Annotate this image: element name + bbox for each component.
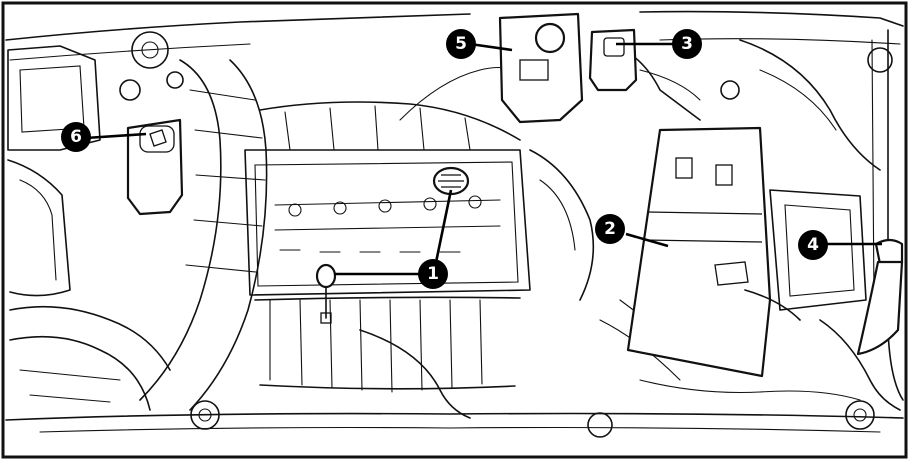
power-steering-reservoir-shape [126,118,184,216]
callouts: 1 2 3 4 5 6 [61,29,882,289]
callout-badge-3: 3 [672,29,702,59]
callout-label-1: 1 [427,264,439,284]
service-parts [126,12,904,378]
callout-label-6: 6 [70,127,82,147]
background-linework [5,10,904,438]
callout-label-2: 2 [604,219,616,239]
callout-label-4: 4 [807,235,819,255]
callout-leader-2 [625,232,669,248]
brake-reservoir-shape [588,28,638,92]
callout-label-3: 3 [681,34,693,54]
coolant-tank-shape [498,12,584,124]
callout-badge-2: 2 [595,214,625,244]
callout-badge-4: 4 [798,230,828,260]
callout-badge-6: 6 [61,122,91,152]
callout-label-5: 5 [455,34,467,54]
oil-filler-and-dipstick-shape [315,166,470,324]
callout-badge-1: 1 [418,259,448,289]
callout-badge-5: 5 [446,29,476,59]
callout-leader-1 [432,189,453,273]
washer-reservoir-shape [856,238,904,356]
callout-leader-6 [85,132,147,140]
battery-fuse-box-shape [626,126,801,378]
callout-leader-5 [469,42,513,52]
